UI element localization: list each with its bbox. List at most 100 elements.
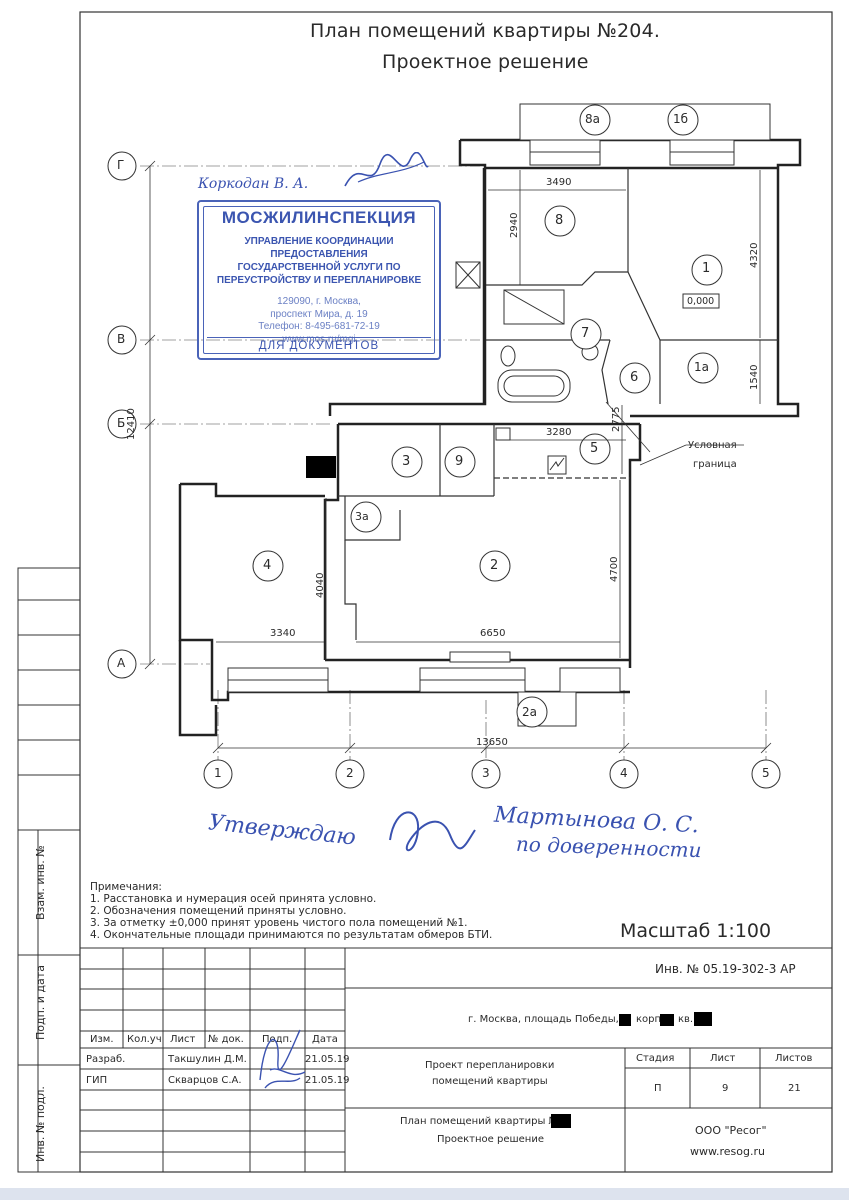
sign-date: 21.05.19 xyxy=(305,1075,350,1086)
housing-inspection-stamp: МОСЖИЛИНСПЕКЦИЯ УПРАВЛЕНИЕ КООРДИНАЦИИ П… xyxy=(197,200,441,360)
scan-footer-bar xyxy=(0,1188,849,1200)
stage-value: П xyxy=(654,1083,662,1094)
company-name: ООО "Ресог" xyxy=(695,1124,767,1137)
dimension-label: 3490 xyxy=(546,177,572,188)
redaction-block xyxy=(306,456,336,478)
company-website: www.resog.ru xyxy=(690,1145,765,1158)
level-mark: 0,000 xyxy=(687,296,715,307)
person-name: Такшулин Д.М. xyxy=(168,1054,247,1065)
boundary-label: граница xyxy=(693,459,737,470)
col-header: Дата xyxy=(312,1034,338,1045)
walls xyxy=(178,138,802,737)
stamp-dept: УПРАВЛЕНИЕ КООРДИНАЦИИ ПРЕДОСТАВЛЕНИЯ ГО… xyxy=(199,235,439,287)
approval-signature-icon xyxy=(389,811,476,852)
project-title: помещений квартиры xyxy=(432,1076,548,1087)
axis-row-label: В xyxy=(117,332,126,346)
stamp-address-line: проспект Мира, д. 19 xyxy=(270,308,368,320)
axis-col-label: 4 xyxy=(620,766,628,780)
dimension-label: 3280 xyxy=(546,427,572,438)
room-bubbles xyxy=(252,104,723,728)
axis-row-label: А xyxy=(117,656,126,670)
sheet-label: Лист xyxy=(710,1053,736,1064)
notes-heading: Примечания: xyxy=(90,881,162,893)
axis-col-label: 1 xyxy=(214,766,222,780)
boundary-label: Условная xyxy=(688,440,737,451)
address-text: г. Москва, площадь Победы, д xyxy=(468,1014,629,1025)
stamp-address: 129090, г. Москва, проспект Мира, д. 19 … xyxy=(199,296,439,346)
address-korp: корп xyxy=(636,1014,662,1025)
room-label: 3а xyxy=(355,510,369,523)
stamp-inner-frame xyxy=(203,206,435,354)
plan-title: План помещений квартиры № xyxy=(400,1116,559,1127)
room-label: 1 xyxy=(702,261,711,276)
axis-row-label: Г xyxy=(117,158,125,172)
stamp-org-name: МОСЖИЛИНСПЕКЦИЯ xyxy=(221,208,417,227)
note-item: 1. Расстановка и нумерация осей принята … xyxy=(90,893,377,905)
sheets-label: Листов xyxy=(775,1053,813,1064)
side-stamp-frame xyxy=(17,567,81,1173)
redaction-block xyxy=(660,1014,674,1026)
dim-lines xyxy=(216,170,761,660)
stamp-address-line: Телефон: 8-495-681-72-19 xyxy=(258,321,380,332)
dimension-label: 3340 xyxy=(270,628,296,639)
col-header: № док. xyxy=(208,1034,244,1045)
dimension-label: 6650 xyxy=(480,628,506,639)
room-label: 3 xyxy=(402,454,411,469)
room-label: 9 xyxy=(455,454,464,469)
stamp-footer: ДЛЯ ДОКУМЕНТОВ xyxy=(207,337,431,352)
role-label: Разраб. xyxy=(86,1054,126,1065)
address-kv: кв. xyxy=(678,1014,694,1025)
axis-col-label: 2 xyxy=(346,766,354,780)
room-label: 8 xyxy=(555,213,564,228)
sheet-value: 9 xyxy=(722,1083,729,1094)
page-subtitle: Проектное решение xyxy=(382,51,589,73)
note-item: 4. Окончательные площади принимаются по … xyxy=(90,929,493,941)
level-mark-box xyxy=(682,293,720,309)
axis-col-label: 5 xyxy=(762,766,770,780)
fixtures xyxy=(455,261,599,475)
col-header: Кол.уч xyxy=(127,1034,162,1045)
partitions xyxy=(338,168,778,640)
grid-axes xyxy=(140,165,767,760)
note-item: 2. Обозначения помещений приняты условно… xyxy=(90,905,347,917)
col-header: Лист xyxy=(170,1034,196,1045)
sheets-value: 21 xyxy=(788,1083,801,1094)
role-label: ГИП xyxy=(86,1075,108,1086)
project-title: Проект перепланировки xyxy=(425,1060,555,1071)
sign-date: 21.05.19 xyxy=(305,1054,350,1065)
col-header: Изм. xyxy=(90,1034,114,1045)
redaction-block xyxy=(694,1012,712,1026)
note-item: 3. За отметку ±0,000 принят уровень чист… xyxy=(90,917,468,929)
plan-subtitle: Проектное решение xyxy=(437,1134,544,1145)
scale-label: Масштаб 1:100 xyxy=(620,920,772,942)
stage-label: Стадия xyxy=(636,1053,675,1064)
room-label: 6 xyxy=(630,370,639,385)
document-code: Инв. № 05.19-302-3 АР xyxy=(655,962,796,976)
redaction-block xyxy=(619,1014,631,1026)
stamp-address-line: 129090, г. Москва, xyxy=(277,296,361,307)
page-title: План помещений квартиры №204. xyxy=(310,20,661,42)
stamp-dept-line: ПЕРЕУСТРОЙСТВУ И ПЕРЕПЛАНИРОВКЕ xyxy=(216,275,422,286)
overall-width-dim: 13650 xyxy=(476,737,508,748)
room-label: 2а xyxy=(522,705,537,719)
col-header: Подп. xyxy=(262,1034,293,1045)
room-label: 5 xyxy=(590,441,599,456)
axis-row-label: Б xyxy=(117,416,126,430)
room-label: 8а xyxy=(585,112,600,126)
stamp-dept-line: ГОСУДАРСТВЕННОЙ УСЛУГИ ПО xyxy=(237,262,401,273)
room-label: 2 xyxy=(490,558,499,573)
room-label: 4 xyxy=(263,558,272,573)
person-name: Скварцов С.А. xyxy=(168,1075,242,1086)
room-label: 1б xyxy=(673,112,689,126)
inspector-name: Коркодан В. А. xyxy=(198,176,309,192)
stamp-dept-line: УПРАВЛЕНИЕ КООРДИНАЦИИ ПРЕДОСТАВЛЕНИЯ xyxy=(244,236,394,260)
redaction-block xyxy=(551,1114,571,1128)
axis-col-label: 3 xyxy=(482,766,490,780)
inspector-signature-icon xyxy=(344,152,429,187)
axis-bubbles xyxy=(107,151,781,789)
room-label: 7 xyxy=(581,326,590,341)
room-label: 1а xyxy=(694,360,709,374)
